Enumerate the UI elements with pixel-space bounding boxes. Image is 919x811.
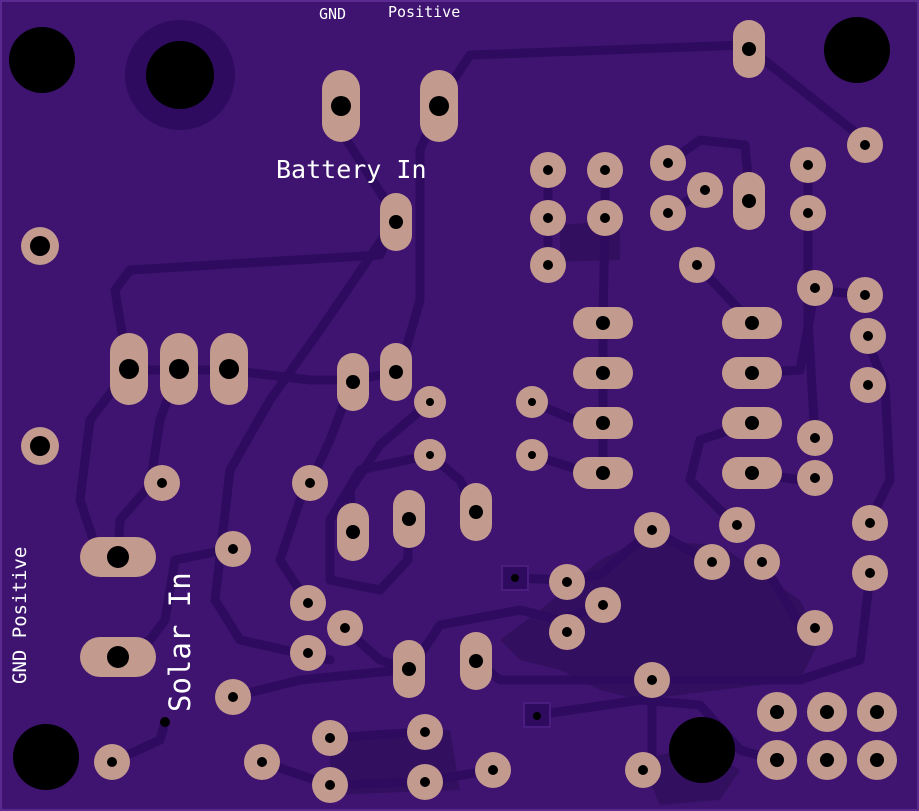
oblong-pad-holes: [107, 42, 759, 676]
round-pad-holes: [30, 140, 884, 790]
smd-pads: [160, 565, 551, 728]
label-battery-in: Battery In: [276, 155, 427, 184]
mounting-hole-top-right: [824, 17, 890, 83]
mounting-hole-bottom-right: [669, 717, 735, 783]
mounting-hole-top-mid: [146, 41, 214, 109]
silk-dot: [160, 717, 170, 727]
mounting-hole-top-left: [9, 27, 75, 93]
silkscreen: GND Positive Battery In GND Positive Sol…: [9, 3, 460, 712]
label-top-positive: Positive: [388, 3, 460, 21]
mounting-holes: [9, 17, 890, 790]
label-solar-in: Solar In: [163, 572, 197, 712]
label-side-gnd-positive: GND Positive: [9, 547, 31, 684]
mounting-hole-bottom-left: [13, 724, 79, 790]
oblong-pads-vertical: [110, 20, 765, 698]
label-top-gnd: GND: [319, 5, 346, 23]
